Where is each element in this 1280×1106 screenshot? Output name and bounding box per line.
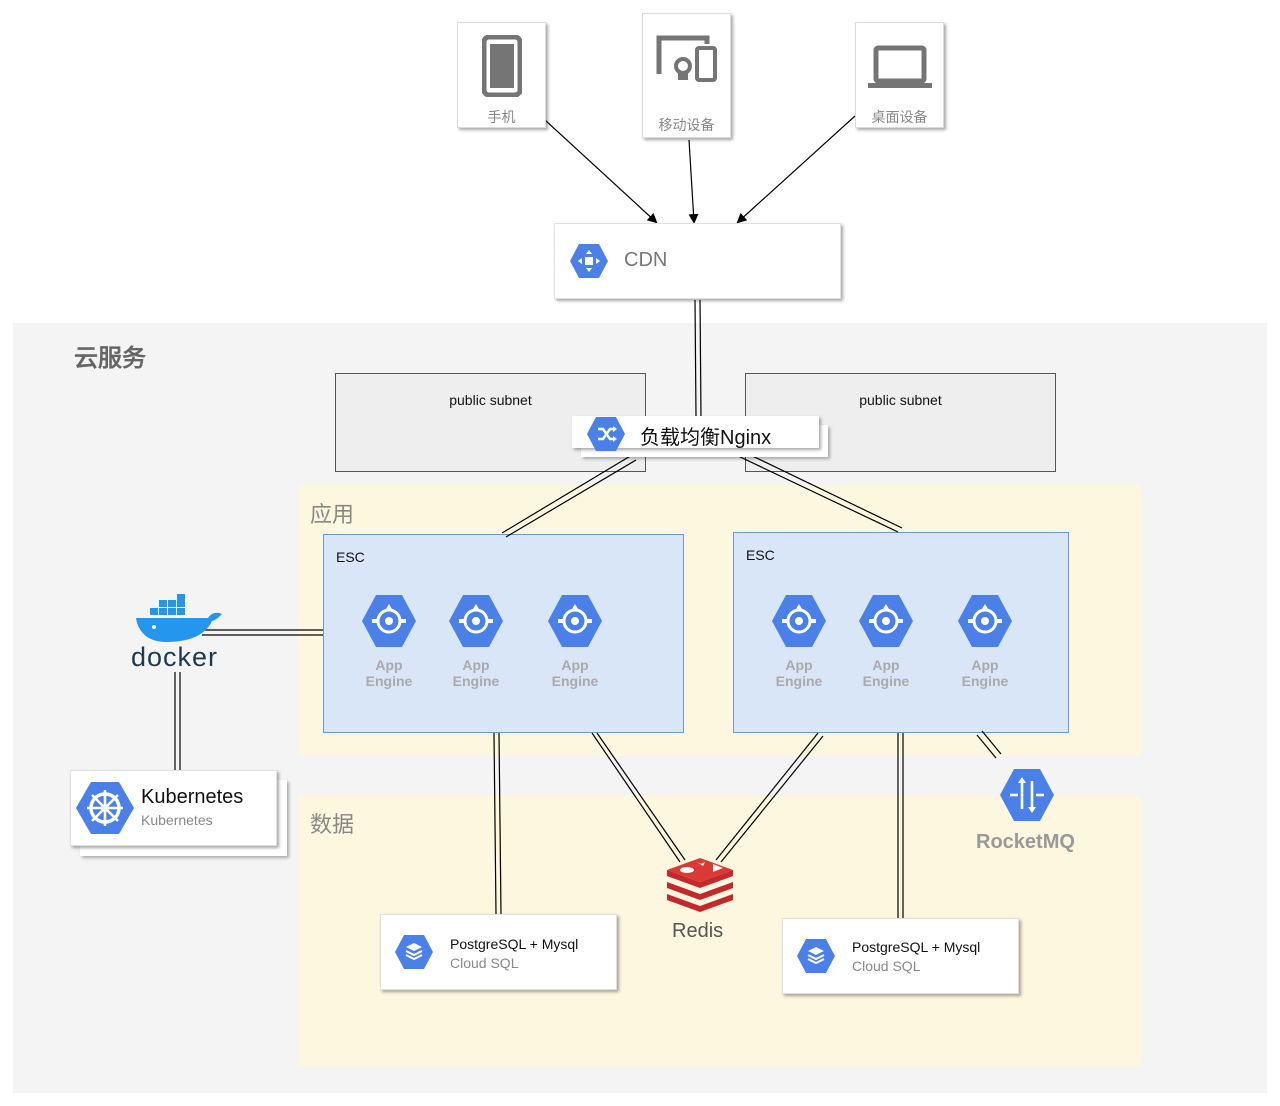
redis-icon (667, 858, 733, 912)
app-engine-label-line1: App (561, 657, 589, 673)
app-engine-label-line2: Engine (775, 673, 823, 689)
rocketmq-node[interactable]: RocketMQ (972, 766, 1084, 858)
app-engine-icon (958, 595, 1012, 647)
device-mobile[interactable]: 移动设备 (642, 13, 731, 138)
database-title: PostgreSQL + Mysql (450, 936, 579, 952)
phone-icon (482, 35, 522, 97)
database-right[interactable]: PostgreSQL + Mysql Cloud SQL (782, 918, 1019, 994)
database-subtitle: Cloud SQL (852, 958, 921, 974)
cloud-title: 云服务 (74, 345, 146, 372)
arrow-desktop-cdn (736, 115, 856, 224)
app-engine-label-line1: App (785, 657, 813, 673)
docker-label: docker (131, 642, 219, 672)
app-region-title: 应用 (310, 502, 355, 527)
load-balancer-label: 负载均衡Nginx (640, 427, 772, 449)
kubernetes-node[interactable]: Kubernetes Kubernetes (70, 770, 277, 846)
load-balancer-icon (587, 417, 625, 451)
app-engine-label-line2: Engine (452, 673, 500, 689)
mobile-devices-icon (656, 35, 717, 82)
rocketmq-label: RocketMQ (976, 831, 1075, 853)
app-engine-label-line2: Engine (365, 673, 413, 689)
database-left[interactable]: PostgreSQL + Mysql Cloud SQL (380, 914, 617, 990)
app-engine-label-line2: Engine (961, 673, 1009, 689)
database-title: PostgreSQL + Mysql (852, 939, 981, 955)
app-engine-icon (362, 595, 416, 647)
docker-node[interactable]: docker (128, 592, 228, 672)
data-region-title: 数据 (310, 812, 355, 837)
app-engine-label-line1: App (375, 657, 403, 673)
kubernetes-title: Kubernetes (141, 786, 244, 808)
app-engine-icon (772, 595, 826, 647)
cdn-node[interactable]: CDN (554, 223, 841, 299)
kubernetes-icon (76, 782, 134, 834)
app-engine-label-line2: Engine (551, 673, 599, 689)
cdn-icon (570, 244, 608, 278)
redis-label: Redis (672, 920, 724, 942)
redis-node[interactable]: Redis (664, 858, 736, 948)
rocketmq-icon (1000, 769, 1054, 821)
app-engine-label-line1: App (971, 657, 999, 673)
cloud-sql-icon (797, 939, 835, 973)
load-balancer[interactable]: 负载均衡Nginx (572, 416, 819, 451)
cdn-label: CDN (624, 249, 668, 271)
subnet-label: public subnet (859, 392, 942, 408)
app-engine-label-line2: Engine (862, 673, 910, 689)
cloud-sql-icon (395, 935, 433, 969)
docker-whale-icon (136, 594, 222, 642)
device-label: 桌面设备 (871, 109, 928, 125)
database-subtitle: Cloud SQL (450, 955, 519, 971)
device-label: 手机 (487, 109, 516, 125)
kubernetes-subtitle: Kubernetes (141, 812, 213, 828)
arrow-mobile-cdn (688, 139, 699, 224)
esc-label: ESC (746, 547, 775, 563)
device-desktop[interactable]: 桌面设备 (855, 22, 944, 128)
app-engine-icon (548, 595, 602, 647)
app-engine-label-line1: App (872, 657, 900, 673)
esc-label: ESC (336, 549, 365, 565)
laptop-icon (868, 45, 932, 88)
app-engine-label-line1: App (462, 657, 490, 673)
device-phone[interactable]: 手机 (457, 22, 546, 128)
device-label: 移动设备 (658, 117, 715, 133)
app-engine-icon (449, 595, 503, 647)
arrow-phone-cdn (544, 119, 658, 224)
app-engine-icon (859, 595, 913, 647)
subnet-label: public subnet (449, 392, 532, 408)
